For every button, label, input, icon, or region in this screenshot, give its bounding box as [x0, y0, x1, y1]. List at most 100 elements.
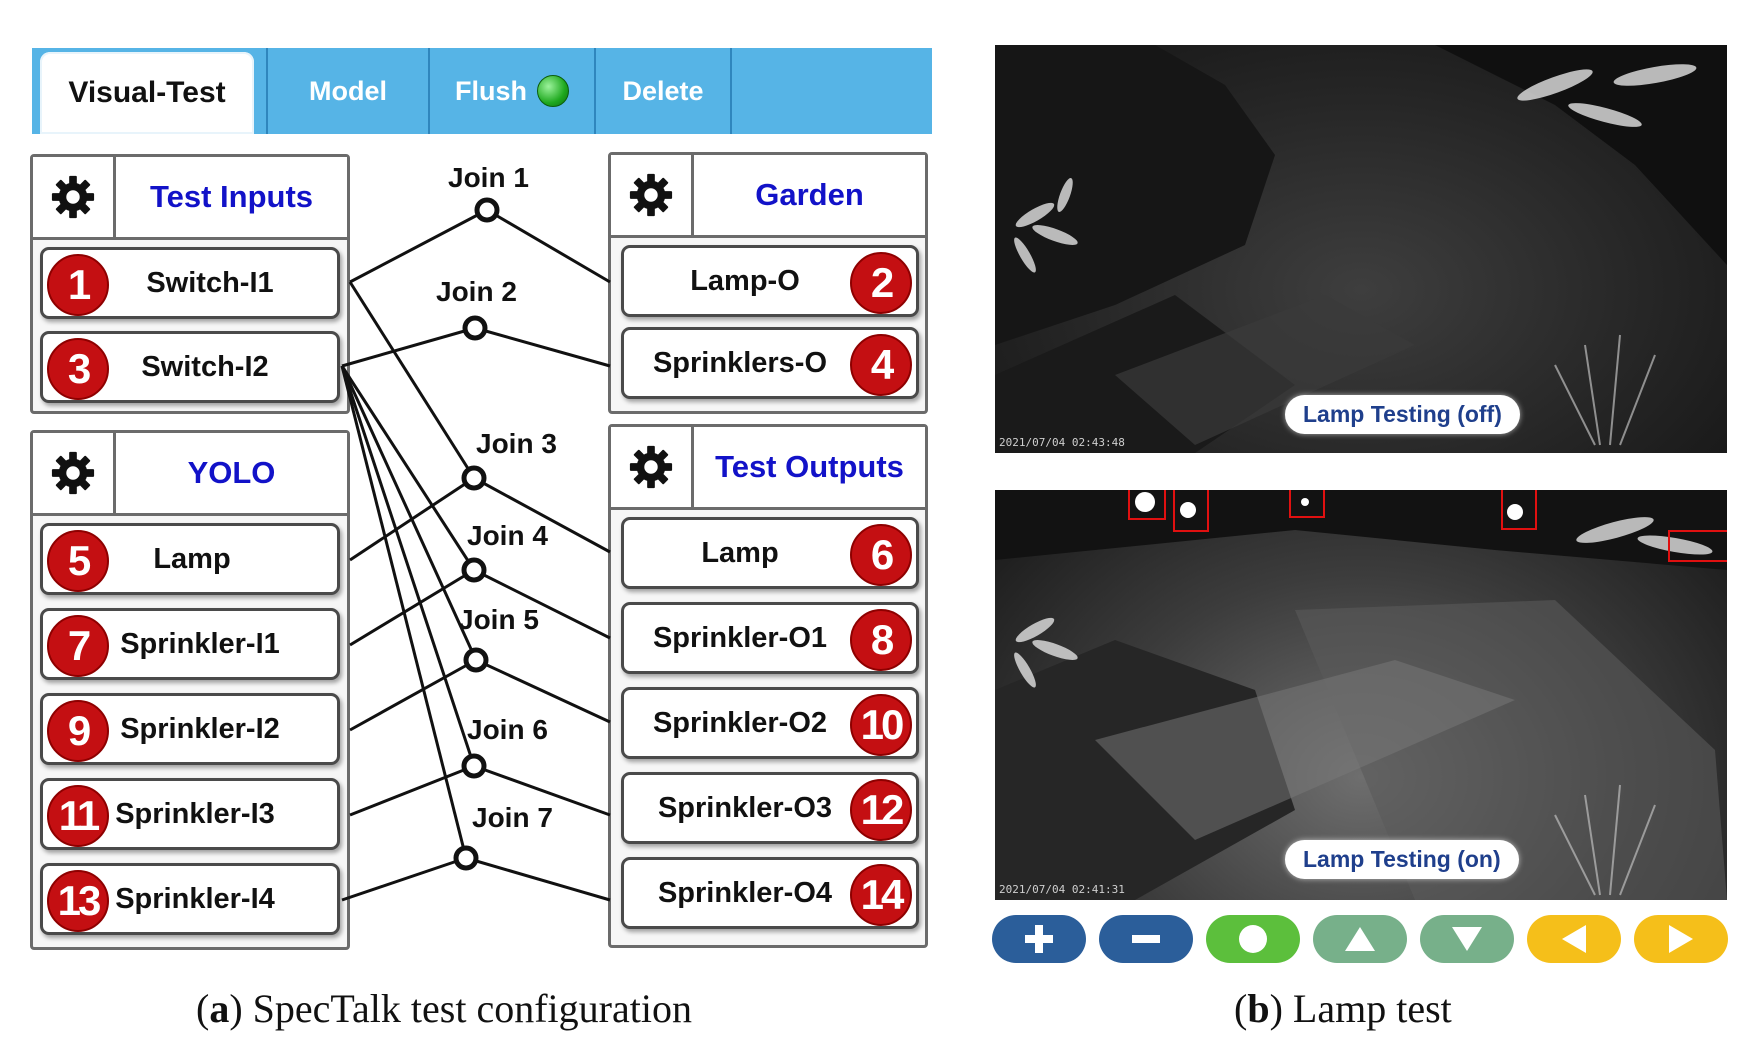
panel-header: YOLO — [33, 433, 347, 516]
join-node — [463, 647, 489, 673]
list-item-lamp-o[interactable]: Lamp-O 2 — [621, 245, 919, 317]
gear-icon — [51, 175, 95, 219]
detection-box — [1173, 490, 1209, 532]
camera-view-on: Lamp Testing (on) 2021/07/04 02:41:31 — [995, 490, 1727, 900]
item-number-badge: 3 — [47, 338, 109, 400]
list-item-switch-i1[interactable]: 1 Switch-I1 — [40, 247, 340, 319]
detection-box — [1128, 490, 1166, 520]
panel-header: Test Outputs — [611, 427, 925, 510]
item-label: Switch-I1 — [146, 266, 274, 299]
item-number-badge: 1 — [47, 254, 109, 316]
list-item-sprinkler-i1[interactable]: 7 Sprinkler-I1 — [40, 608, 340, 680]
list-item-sprinkler-o4[interactable]: Sprinkler-O4 14 — [621, 857, 919, 929]
panel-title: Test Inputs — [149, 179, 314, 214]
join-node — [474, 197, 500, 223]
list-item-sprinkler-i3[interactable]: 11 Sprinkler-I3 — [40, 778, 340, 850]
item-number-badge: 7 — [47, 615, 109, 677]
panel-title: YOLO — [187, 455, 276, 490]
panel-settings-button[interactable] — [33, 433, 116, 513]
gear-icon — [629, 445, 673, 489]
detection-box — [1289, 490, 1325, 518]
caption-b: (b) Lamp test — [1234, 986, 1452, 1031]
tab-visual-test[interactable]: Visual-Test — [40, 52, 254, 134]
list-item-sprinkler-o3[interactable]: Sprinkler-O3 12 — [621, 772, 919, 844]
tab-separator — [428, 48, 430, 134]
tilt-up-button[interactable] — [1313, 915, 1407, 963]
triangle-up-icon — [1345, 927, 1375, 951]
tab-model[interactable]: Model — [309, 75, 387, 106]
item-number-badge: 6 — [850, 524, 912, 586]
list-item-switch-i2[interactable]: 3 Switch-I2 — [40, 331, 340, 403]
list-item-sprinkler-i2[interactable]: 9 Sprinkler-I2 — [40, 693, 340, 765]
camera-timestamp: 2021/07/04 02:41:31 — [999, 883, 1125, 896]
panel-yolo: YOLO 5 Lamp 7 Sprinkler-I1 9 Sprinkler-I… — [30, 430, 350, 950]
item-number-badge: 11 — [47, 785, 109, 847]
plus-icon — [1025, 925, 1053, 953]
item-label: Sprinkler-I2 — [120, 712, 280, 745]
panel-title: Test Outputs — [715, 449, 904, 484]
gear-icon — [629, 173, 673, 217]
camera-status-badge: Lamp Testing (off) — [1285, 395, 1520, 434]
minus-icon — [1132, 935, 1160, 943]
detection-box — [1668, 530, 1727, 562]
list-item-lamp[interactable]: 5 Lamp — [40, 523, 340, 595]
item-label: Lamp-O — [690, 264, 800, 297]
tab-separator — [730, 48, 732, 134]
item-label: Lamp — [153, 542, 231, 575]
caption-b-letter: b — [1247, 986, 1270, 1031]
tilt-down-button[interactable] — [1420, 915, 1514, 963]
join-label: Join 6 — [467, 714, 548, 745]
list-item-sprinkler-o2[interactable]: Sprinkler-O2 10 — [621, 687, 919, 759]
triangle-right-icon — [1669, 925, 1693, 953]
item-number-badge: 4 — [850, 334, 912, 396]
panel-settings-button[interactable] — [611, 427, 694, 507]
item-label: Sprinkler-O4 — [657, 876, 833, 909]
join-label: Join 1 — [448, 162, 529, 193]
caption-a-letter: a — [209, 986, 230, 1031]
list-item-sprinkler-i4[interactable]: 13 Sprinkler-I4 — [40, 863, 340, 935]
gear-icon — [51, 451, 95, 495]
item-number-badge: 8 — [850, 609, 912, 671]
zoom-out-button[interactable] — [1099, 915, 1193, 963]
list-item-lamp-output[interactable]: Lamp 6 — [621, 517, 919, 589]
item-label: Sprinklers-O — [652, 346, 828, 379]
list-item-sprinklers-o[interactable]: Sprinklers-O 4 — [621, 327, 919, 399]
item-label: Lamp — [701, 536, 779, 569]
panel-settings-button[interactable] — [611, 155, 694, 235]
pan-right-button[interactable] — [1634, 915, 1728, 963]
triangle-left-icon — [1562, 925, 1586, 953]
join-label: Join 5 — [458, 604, 539, 635]
item-number-badge: 9 — [47, 700, 109, 762]
list-item-sprinkler-o1[interactable]: Sprinkler-O1 8 — [621, 602, 919, 674]
item-label: Switch-I2 — [141, 350, 269, 383]
tab-delete[interactable]: Delete — [622, 75, 704, 106]
item-number-badge: 2 — [850, 252, 912, 314]
center-button[interactable] — [1206, 915, 1300, 963]
join-node — [461, 753, 487, 779]
detection-box — [1501, 490, 1537, 530]
pan-left-button[interactable] — [1527, 915, 1621, 963]
join-node — [461, 465, 487, 491]
panel-settings-button[interactable] — [33, 157, 116, 237]
status-indicator-icon — [537, 75, 569, 107]
panel-header: Garden — [611, 155, 925, 238]
item-number-badge: 13 — [47, 870, 109, 932]
tab-separator — [266, 48, 268, 134]
zoom-in-button[interactable] — [992, 915, 1086, 963]
panel-test-inputs: Test Inputs 1 Switch-I1 3 Switch-I2 — [30, 154, 350, 414]
tab-separator — [594, 48, 596, 134]
item-number-badge: 10 — [850, 694, 912, 756]
join-node — [462, 315, 488, 341]
camera-timestamp: 2021/07/04 02:43:48 — [999, 436, 1125, 449]
camera-view-off: Lamp Testing (off) 2021/07/04 02:43:48 — [995, 45, 1727, 453]
item-number-badge: 12 — [850, 779, 912, 841]
join-node — [453, 845, 479, 871]
panel-garden: Garden Lamp-O 2 Sprinklers-O 4 — [608, 152, 928, 414]
tab-flush[interactable]: Flush — [430, 48, 594, 134]
circle-icon — [1239, 925, 1267, 953]
caption-b-text: Lamp test — [1282, 986, 1452, 1031]
item-label: Sprinkler-I3 — [115, 797, 275, 830]
item-label: Sprinkler-I1 — [120, 627, 280, 660]
tab-bar: Visual-Test Model Flush Delete — [32, 48, 932, 134]
join-label: Join 7 — [472, 802, 553, 833]
